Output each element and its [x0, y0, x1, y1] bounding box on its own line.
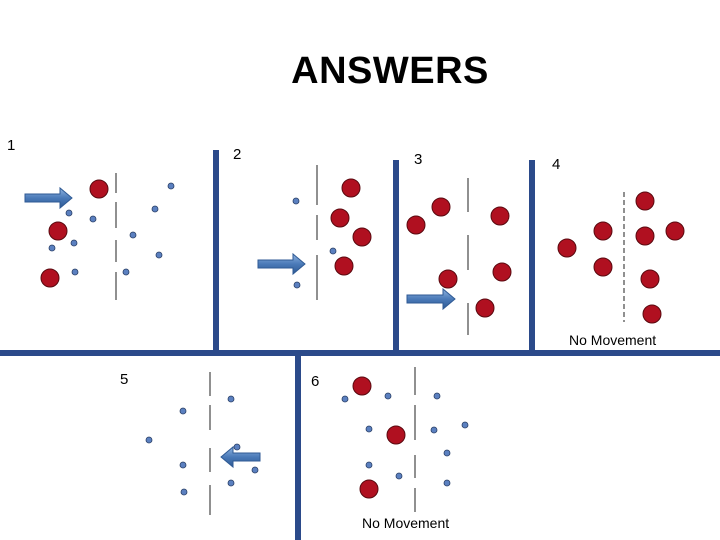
arrow-right-icon: [406, 287, 456, 311]
small-particles: [48, 182, 175, 276]
panel-4-number: 4: [552, 156, 561, 173]
panel-5: [145, 372, 261, 515]
large-particles: [557, 191, 685, 324]
divider-3-4: [529, 160, 535, 353]
divider-1-2: [213, 150, 219, 353]
panel-3: [406, 178, 512, 335]
panel-1-number: 1: [7, 137, 16, 154]
panel-2-number: 2: [233, 146, 242, 163]
panel-6: [341, 367, 469, 512]
large-particles: [352, 376, 406, 499]
divider-2-3: [393, 160, 399, 353]
large-particles: [40, 179, 109, 288]
panel-4-caption: No Movement: [569, 332, 657, 348]
panel-4: [557, 191, 685, 324]
divider-5-6: [295, 353, 301, 540]
panel-6-number: 6: [311, 373, 320, 390]
arrow-right-icon: [257, 252, 306, 276]
large-particles: [406, 197, 512, 318]
arrow-right-icon: [24, 186, 73, 210]
horizontal-divider: [0, 350, 720, 356]
panel-5-number: 5: [120, 371, 129, 388]
large-particles: [330, 178, 372, 276]
small-particles: [292, 197, 337, 289]
grid-dividers: [0, 150, 720, 540]
small-particles: [145, 395, 259, 496]
small-particles: [341, 392, 469, 487]
panel-3-number: 3: [414, 151, 423, 168]
page-title: ANSWERS: [291, 50, 489, 92]
panel-6-caption: No Movement: [362, 515, 450, 531]
arrow-left-icon: [220, 445, 261, 469]
panel-1: [24, 173, 175, 300]
panel-2: [257, 165, 372, 300]
